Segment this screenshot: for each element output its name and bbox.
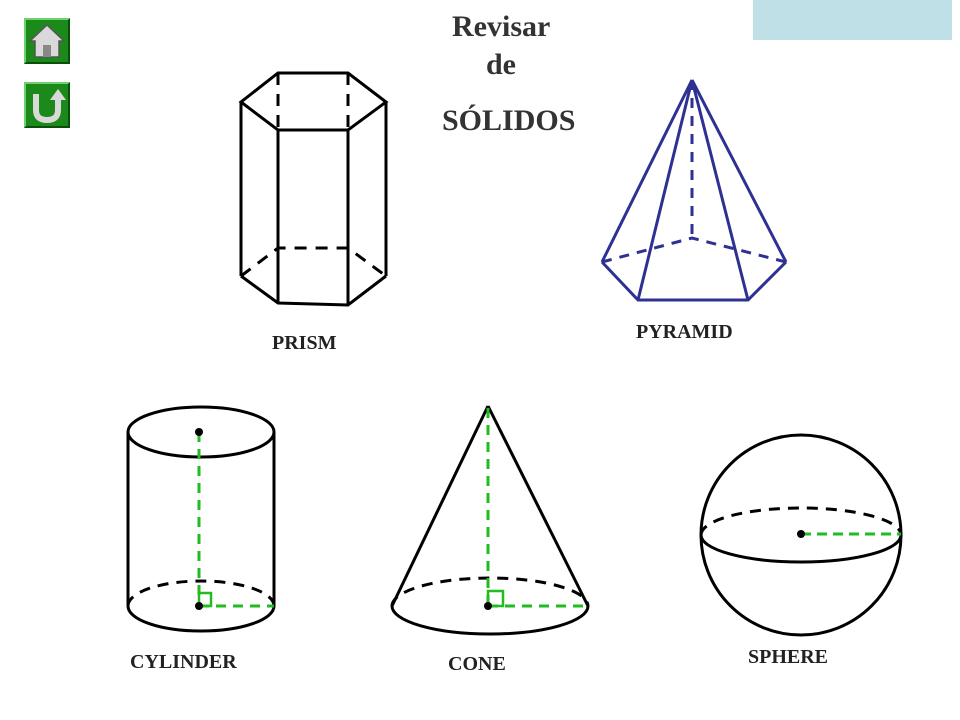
home-button[interactable] [24, 18, 70, 64]
sphere-figure [699, 433, 903, 637]
cone-label: CONE [448, 653, 506, 675]
pyramid-figure [600, 79, 788, 302]
u-turn-arrow-icon [33, 89, 66, 124]
cylinder-figure [126, 405, 276, 633]
house-icon [28, 23, 66, 58]
prism-label: PRISM [272, 332, 337, 354]
title-line-1: Revisar [452, 10, 551, 43]
cone-figure [390, 405, 590, 636]
cylinder-label: CYLINDER [130, 651, 237, 673]
top-right-panel [753, 0, 952, 40]
title-line-2: de [486, 48, 516, 81]
back-button[interactable] [24, 82, 70, 128]
sphere-label: SPHERE [748, 646, 829, 668]
title-line-3: SÓLIDOS [442, 104, 576, 137]
prism-figure [238, 71, 389, 307]
pyramid-label: PYRAMID [636, 321, 733, 343]
